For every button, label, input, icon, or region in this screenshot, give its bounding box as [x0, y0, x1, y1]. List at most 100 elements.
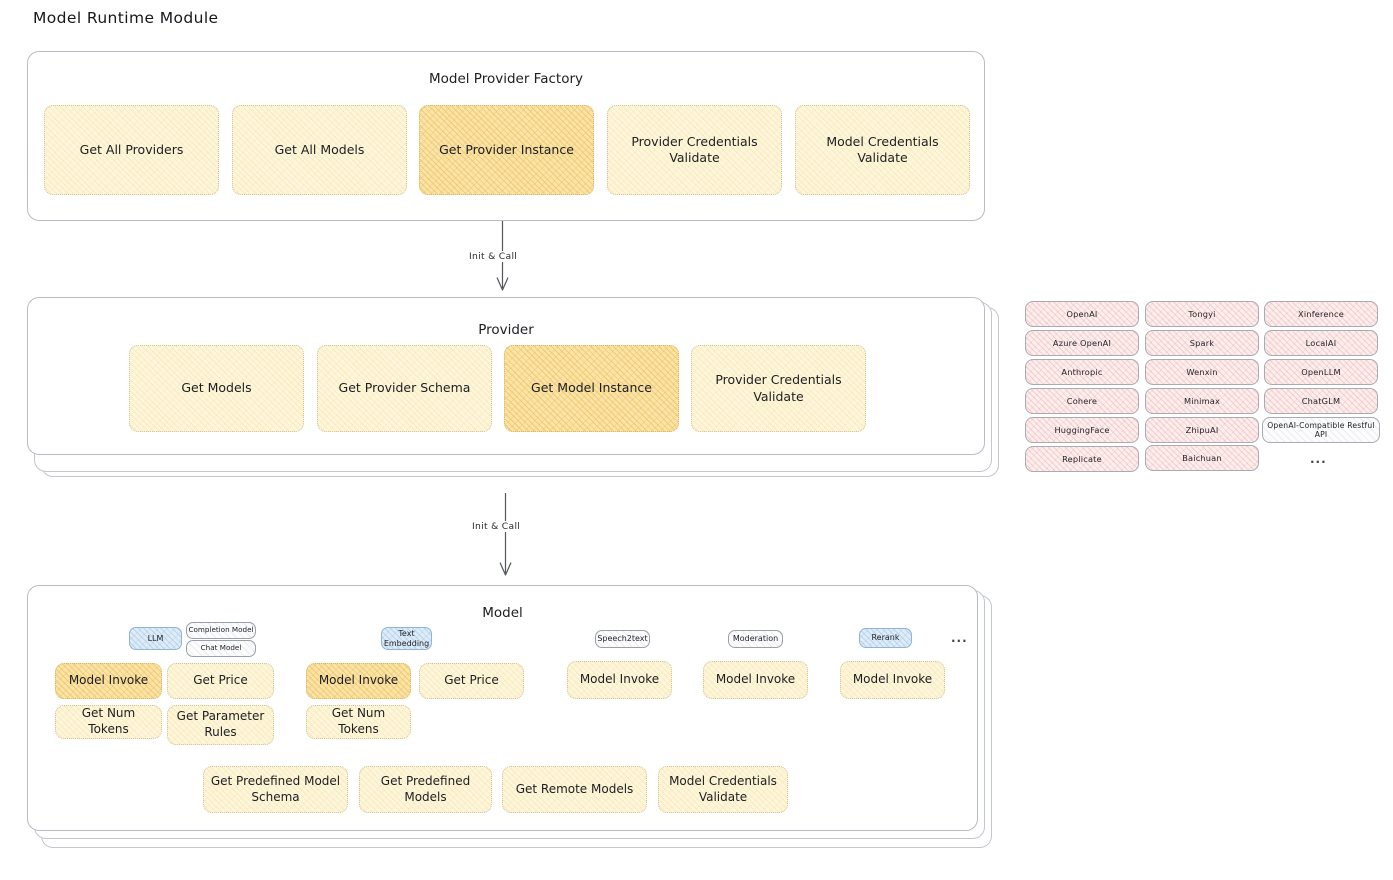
- provider-chip-azure-openai[interactable]: Azure OpenAI: [1025, 330, 1139, 356]
- model-types-more: ...: [951, 631, 968, 645]
- provider-chip-baichuan[interactable]: Baichuan: [1145, 445, 1259, 471]
- model-type-badge-llm[interactable]: LLM: [129, 627, 182, 650]
- fn-model-credentials-validate[interactable]: Model Credentials Validate: [795, 105, 970, 195]
- provider-chip-spark[interactable]: Spark: [1145, 330, 1259, 356]
- chip-label: LocalAI: [1305, 338, 1337, 348]
- fn-label: Provider Credentials Validate: [715, 372, 842, 404]
- fn-llm-get-num-tokens[interactable]: Get Num Tokens: [55, 705, 162, 739]
- provider-chip-openai[interactable]: OpenAI: [1025, 301, 1139, 327]
- fn-label: Provider Credentials Validate: [631, 133, 758, 166]
- provider-chip-wenxin[interactable]: Wenxin: [1145, 359, 1259, 385]
- fn-get-all-providers[interactable]: Get All Providers: [44, 105, 219, 195]
- fn-label: Get Predefined Models: [380, 773, 471, 804]
- provider-chip-cohere[interactable]: Cohere: [1025, 388, 1139, 414]
- fn-label: Model Credentials Validate: [669, 773, 777, 804]
- fn-embedding-get-price[interactable]: Get Price: [419, 663, 524, 699]
- fn-embedding-model-invoke[interactable]: Model Invoke: [306, 663, 411, 699]
- fn-label: Model Credentials Validate: [826, 133, 939, 166]
- fn-label: Get All Providers: [79, 141, 184, 157]
- provider-chip-chatglm[interactable]: ChatGLM: [1264, 388, 1378, 414]
- fn-label: Model Invoke: [715, 672, 796, 687]
- provider-title: Provider: [478, 322, 534, 338]
- fn-label: Get Parameter Rules: [176, 709, 265, 739]
- fn-provider-credentials-validate-2[interactable]: Provider Credentials Validate: [691, 345, 866, 432]
- fn-label: Get Model Instance: [531, 380, 652, 396]
- fn-get-provider-schema[interactable]: Get Provider Schema: [317, 345, 492, 432]
- badge-label: Moderation: [732, 634, 779, 644]
- provider-chip-zhipuai[interactable]: ZhipuAI: [1145, 417, 1259, 443]
- model-sub-badge-chat-model[interactable]: Chat Model: [186, 640, 256, 657]
- provider-chip-replicate[interactable]: Replicate: [1025, 446, 1139, 472]
- fn-get-model-instance[interactable]: Get Model Instance: [504, 345, 679, 432]
- chip-label: ChatGLM: [1301, 396, 1341, 406]
- chip-label: HuggingFace: [1054, 425, 1110, 435]
- fn-get-predefined-model-schema[interactable]: Get Predefined Model Schema: [203, 766, 348, 813]
- arrow-icon: [499, 493, 512, 576]
- fn-get-predefined-models[interactable]: Get Predefined Models: [359, 766, 492, 813]
- fn-model-credentials-validate-2[interactable]: Model Credentials Validate: [658, 766, 788, 813]
- fn-llm-get-parameter-rules[interactable]: Get Parameter Rules: [167, 705, 274, 745]
- provider-chip-anthropic[interactable]: Anthropic: [1025, 359, 1139, 385]
- chip-label: Cohere: [1066, 396, 1098, 406]
- fn-get-models[interactable]: Get Models: [129, 345, 304, 432]
- fn-label: Get All Models: [274, 141, 365, 157]
- badge-label: Rerank: [871, 633, 900, 643]
- chip-label: Spark: [1189, 338, 1215, 348]
- fn-rerank-model-invoke[interactable]: Model Invoke: [840, 661, 945, 699]
- page-title: Model Runtime Module: [33, 9, 219, 27]
- model-type-badge-moderation[interactable]: Moderation: [728, 630, 783, 648]
- chip-label: OpenAI-Compatible Restful API: [1267, 421, 1375, 439]
- model-type-badge-rerank[interactable]: Rerank: [859, 628, 912, 648]
- chip-label: ZhipuAI: [1185, 425, 1219, 435]
- model-type-badge-speech2text[interactable]: Speech2text: [595, 630, 650, 648]
- fn-label: Get Remote Models: [515, 781, 634, 796]
- fn-label: Get Price: [444, 673, 499, 688]
- fn-llm-get-price[interactable]: Get Price: [167, 663, 274, 699]
- badge-label: Completion Model: [188, 625, 254, 635]
- chip-label: Replicate: [1062, 454, 1102, 464]
- fn-label: Get Num Tokens: [81, 706, 136, 736]
- model-type-badge-text-embedding[interactable]: Text Embedding: [381, 627, 432, 650]
- fn-label: Get Num Tokens: [331, 706, 386, 736]
- arrow-label-init-call-2: Init & Call: [468, 521, 525, 532]
- fn-get-all-models[interactable]: Get All Models: [232, 105, 407, 195]
- provider-chip-localai[interactable]: LocalAI: [1264, 330, 1378, 356]
- chip-label: Minimax: [1183, 396, 1221, 406]
- fn-label: Model Invoke: [68, 673, 149, 688]
- fn-label: Get Predefined Model Schema: [210, 773, 341, 804]
- fn-moderation-model-invoke[interactable]: Model Invoke: [703, 661, 808, 699]
- arrow-provider-to-model: Init & Call: [458, 493, 553, 581]
- chip-label: OpenAI: [1066, 309, 1098, 319]
- badge-label: Speech2text: [597, 634, 648, 644]
- provider-chip-minimax[interactable]: Minimax: [1145, 388, 1259, 414]
- provider-chip-openllm[interactable]: OpenLLM: [1264, 359, 1378, 385]
- fn-embedding-get-num-tokens[interactable]: Get Num Tokens: [306, 705, 411, 739]
- chip-label: OpenLLM: [1301, 367, 1341, 377]
- chip-label: Anthropic: [1061, 367, 1103, 377]
- model-sub-badge-completion-model[interactable]: Completion Model: [186, 622, 256, 639]
- fn-label: Get Price: [193, 673, 248, 688]
- arrow-factory-to-provider: Init & Call: [455, 221, 550, 296]
- model-provider-factory-title: Model Provider Factory: [428, 71, 583, 87]
- fn-label: Get Provider Schema: [338, 380, 471, 396]
- fn-label: Model Invoke: [852, 672, 933, 687]
- fn-llm-model-invoke[interactable]: Model Invoke: [55, 663, 162, 699]
- provider-chip-huggingface[interactable]: HuggingFace: [1025, 417, 1139, 443]
- chip-label: Wenxin: [1186, 367, 1218, 377]
- fn-get-provider-instance[interactable]: Get Provider Instance: [419, 105, 594, 195]
- provider-chip-tongyi[interactable]: Tongyi: [1145, 301, 1259, 327]
- fn-get-remote-models[interactable]: Get Remote Models: [502, 766, 647, 813]
- fn-provider-credentials-validate[interactable]: Provider Credentials Validate: [607, 105, 782, 195]
- fn-label: Get Models: [181, 380, 252, 396]
- chip-label: Baichuan: [1182, 453, 1222, 463]
- provider-chip-xinference[interactable]: Xinference: [1264, 301, 1378, 327]
- fn-speech2text-model-invoke[interactable]: Model Invoke: [567, 661, 672, 699]
- badge-label: LLM: [147, 633, 164, 643]
- chip-label: Tongyi: [1188, 309, 1216, 319]
- fn-label: Model Invoke: [579, 672, 660, 687]
- badge-label: Chat Model: [200, 643, 242, 653]
- provider-list-more: ...: [1310, 452, 1327, 466]
- arrow-label-init-call: Init & Call: [465, 251, 522, 262]
- provider-chip-openai-compatible-restful-api[interactable]: OpenAI-Compatible Restful API: [1262, 417, 1380, 443]
